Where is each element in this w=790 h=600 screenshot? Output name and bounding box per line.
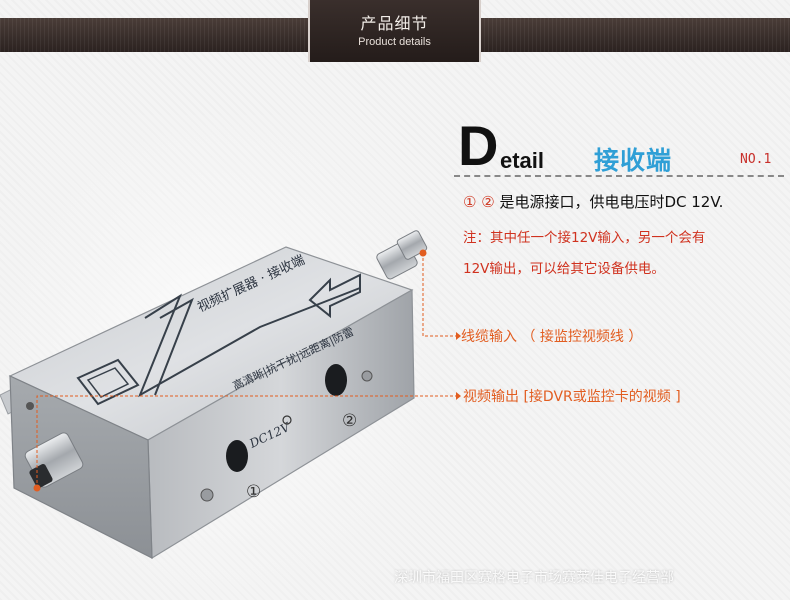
note-line-1: 注：其中任一个接12V输入，另一个会有: [463, 230, 706, 246]
note-line-2: 12V输出，可以给其它设备供电。: [463, 261, 665, 277]
bnc-input-connector: [376, 230, 428, 280]
callout-leader-input: [419, 249, 440, 337]
power-note-text: 是电源接口，供电电压时DC 12V.: [494, 193, 724, 211]
bnc-output-connector: [24, 432, 84, 488]
video-output-callout: 视频输出 [接DVR或监控卡的视频 ]: [463, 389, 681, 405]
divider: [454, 175, 784, 177]
detail-heading: etail: [500, 148, 545, 173]
callout-leader-output: [33, 395, 440, 492]
product-photo: 视频扩展器 · 接收端 高清晰|抗干扰|远距离|防雷 DC12V ① ②: [0, 115, 440, 600]
power-note: ① ② 是电源接口，供电电压时DC 12V.: [463, 191, 723, 212]
port-marker-2: ②: [342, 411, 357, 431]
cable-input-callout: 线缆输入 （ 接监控视频线 ）: [461, 329, 643, 345]
port-marker-1: ①: [246, 482, 261, 502]
section-header: 产品细节 Product details: [308, 0, 481, 62]
detail-subtitle: 接收端: [594, 146, 673, 175]
detail-number: NO.1: [740, 152, 772, 167]
section-subtitle: Product details: [358, 36, 431, 48]
detail-heading-letter: D: [458, 114, 499, 177]
callout-arrows: [440, 332, 461, 400]
power-note-markers: ① ②: [463, 193, 495, 211]
watermark: 深圳市福田区赛格电子市场赛莱佳电子经营部: [394, 570, 674, 586]
section-title: 产品细节: [360, 14, 429, 33]
